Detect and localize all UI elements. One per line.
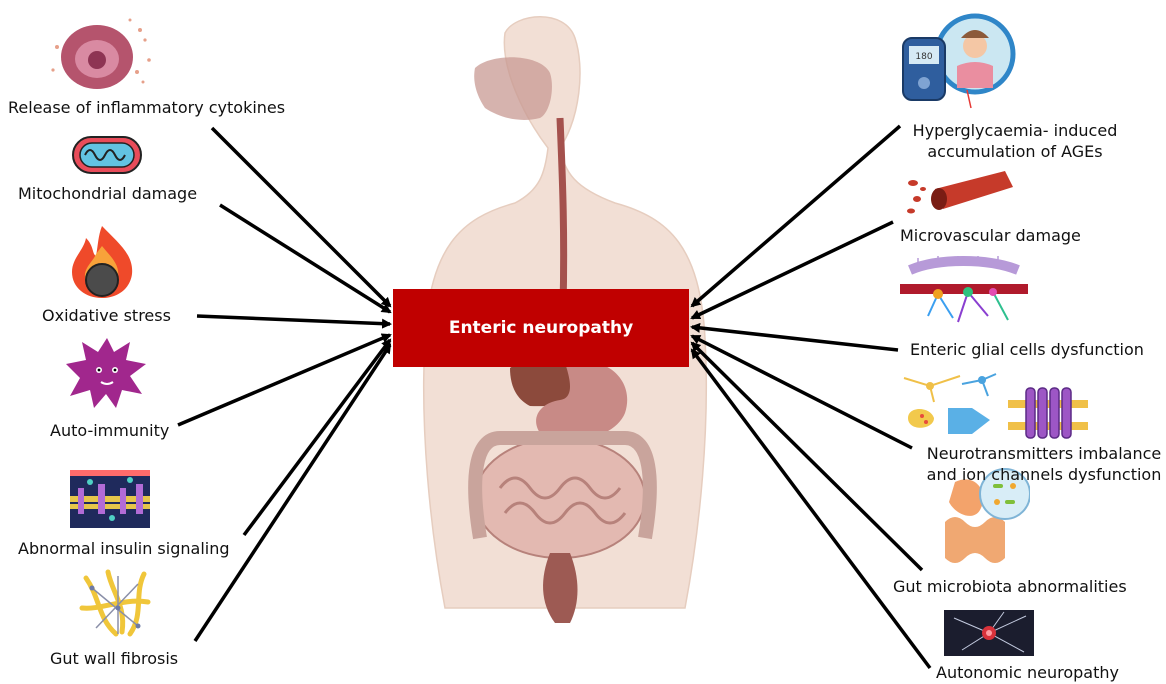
- virus-icon: [64, 334, 150, 410]
- arrow-glial: [692, 327, 898, 350]
- central-node-box: Enteric neuropathy: [393, 289, 689, 367]
- glucometer-icon: 180: [895, 8, 1020, 113]
- label-cytokines: Release of inflammatory cytokines: [8, 97, 285, 118]
- label-microvascular-damage: Microvascular damage: [900, 225, 1081, 246]
- fibers-icon: [78, 568, 153, 638]
- label-auto-immunity: Auto-immunity: [50, 420, 169, 441]
- arrow-oxidative: [197, 316, 390, 324]
- label-mitochondrial-damage: Mitochondrial damage: [18, 183, 197, 204]
- label-hyperglycaemia-line1: Hyperglycaemia- induced: [900, 120, 1130, 141]
- neuron-icon: [944, 610, 1034, 656]
- label-hyperglycaemia: Hyperglycaemia- induced accumulation of …: [900, 120, 1130, 162]
- label-neurotransmitters-line2: and ion channels dysfunction: [922, 464, 1166, 485]
- blood-vessel-icon: [905, 165, 1017, 221]
- label-enteric-glial: Enteric glial cells dysfunction: [910, 339, 1144, 360]
- arrow-insulin: [244, 340, 390, 535]
- label-autonomic-neuropathy: Autonomic neuropathy: [936, 662, 1119, 683]
- arrow-hyperglycaemia: [692, 126, 900, 306]
- arrow-microvascular: [692, 222, 893, 318]
- glial-cells-icon: [898, 256, 1028, 331]
- flame-icon: [62, 222, 142, 300]
- arrow-fibrosis: [195, 345, 390, 641]
- label-neurotransmitters-line1: Neurotransmitters imbalance: [922, 443, 1166, 464]
- label-gut-microbiota: Gut microbiota abnormalities: [893, 576, 1127, 597]
- label-gut-wall-fibrosis: Gut wall fibrosis: [50, 648, 178, 669]
- membrane-icon: [70, 470, 150, 528]
- arrow-microbiota: [692, 343, 922, 570]
- cell-icon: [45, 12, 155, 97]
- label-hyperglycaemia-line2: accumulation of AGEs: [900, 141, 1130, 162]
- label-insulin-signaling: Abnormal insulin signaling: [18, 538, 230, 559]
- central-node-label: Enteric neuropathy: [449, 318, 633, 338]
- mitochondria-icon: [70, 132, 145, 178]
- label-oxidative-stress: Oxidative stress: [42, 305, 171, 326]
- svg-text:180: 180: [915, 52, 932, 62]
- label-neurotransmitters: Neurotransmitters imbalance and ion chan…: [922, 443, 1166, 485]
- synapse-icon: [900, 370, 1100, 442]
